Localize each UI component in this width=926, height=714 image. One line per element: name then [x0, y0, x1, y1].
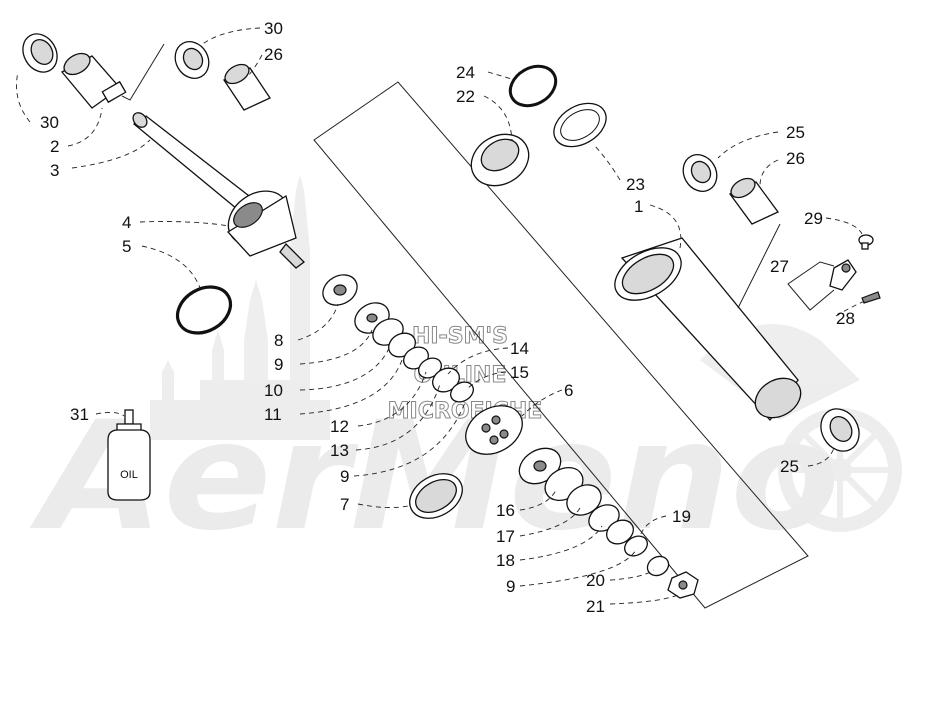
part-27-valve — [829, 259, 857, 291]
callout-5: 5 — [122, 237, 131, 256]
callout-4: 4 — [122, 213, 131, 232]
callout-18: 18 — [496, 551, 515, 570]
callout-19: 19 — [672, 507, 691, 526]
callout-29: 29 — [804, 209, 823, 228]
callout-9-a: 9 — [274, 355, 283, 374]
part-22-reservoir-cap — [470, 133, 530, 187]
part-5-o-ring — [175, 285, 233, 335]
overlay-line-1: HI-SM'S — [412, 324, 508, 349]
callout-10: 10 — [264, 381, 283, 400]
callout-8: 8 — [274, 331, 283, 350]
callout-12: 12 — [330, 417, 349, 436]
valve-stack-shims — [354, 302, 474, 403]
callout-27: 27 — [770, 257, 789, 276]
callout-15: 15 — [510, 363, 529, 382]
watermark-skyline-icon — [150, 175, 330, 440]
callout-1: 1 — [634, 197, 643, 216]
callout-2: 2 — [50, 137, 59, 156]
callout-25-bottom: 25 — [780, 457, 799, 476]
part-23-seal-ring — [553, 102, 607, 148]
callout-26-right: 26 — [786, 149, 805, 168]
part-25-bushing-bottom-right — [820, 408, 860, 452]
callout-22: 22 — [456, 87, 475, 106]
part-30-bushing-left — [22, 33, 58, 73]
part-21-nut — [667, 571, 699, 599]
callout-7: 7 — [340, 495, 349, 514]
callout-25-top: 25 — [786, 123, 805, 142]
callout-13: 13 — [330, 441, 349, 460]
callout-3: 3 — [50, 161, 59, 180]
callout-28: 28 — [836, 309, 855, 328]
callout-16: 16 — [496, 501, 515, 520]
callout-9-b: 9 — [340, 467, 349, 486]
callout-21: 21 — [586, 597, 605, 616]
part-26-sleeve-top — [223, 63, 271, 111]
oil-bottle-label: OIL — [120, 469, 138, 481]
callout-14: 14 — [510, 339, 529, 358]
part-8-washer — [322, 274, 358, 306]
part-20-washer — [646, 555, 670, 577]
callout-30-left: 30 — [40, 113, 59, 132]
rebound-shim-stack — [518, 447, 648, 557]
callout-31: 31 — [70, 405, 89, 424]
callout-17: 17 — [496, 527, 515, 546]
part-1-shock-body — [614, 237, 802, 422]
callout-labels: 30 26 30 2 3 24 22 23 1 25 26 29 27 28 4… — [40, 19, 855, 616]
part-25-bushing-top-right — [682, 154, 718, 192]
part-4-rod-seal-head — [226, 190, 305, 269]
callout-9-c: 9 — [506, 577, 515, 596]
part-26-sleeve-right — [729, 177, 779, 225]
part-30-bushing-top — [174, 41, 210, 79]
part-6-piston — [465, 405, 523, 455]
part-29-screw — [858, 234, 874, 250]
part-24-o-ring — [508, 64, 558, 108]
callout-24: 24 — [456, 63, 475, 82]
callout-23: 23 — [626, 175, 645, 194]
part-2-eyelet-housing — [60, 52, 127, 109]
leader-lines — [16, 27, 869, 605]
callout-6: 6 — [564, 381, 573, 400]
callout-20: 20 — [586, 571, 605, 590]
callout-26-top: 26 — [264, 45, 283, 64]
exploded-assembly-outline — [313, 81, 809, 609]
part-31-oil-bottle: OIL — [107, 409, 151, 501]
part-7-piston-band — [409, 473, 463, 519]
callout-30-top: 30 — [264, 19, 283, 38]
callout-11: 11 — [264, 405, 282, 424]
